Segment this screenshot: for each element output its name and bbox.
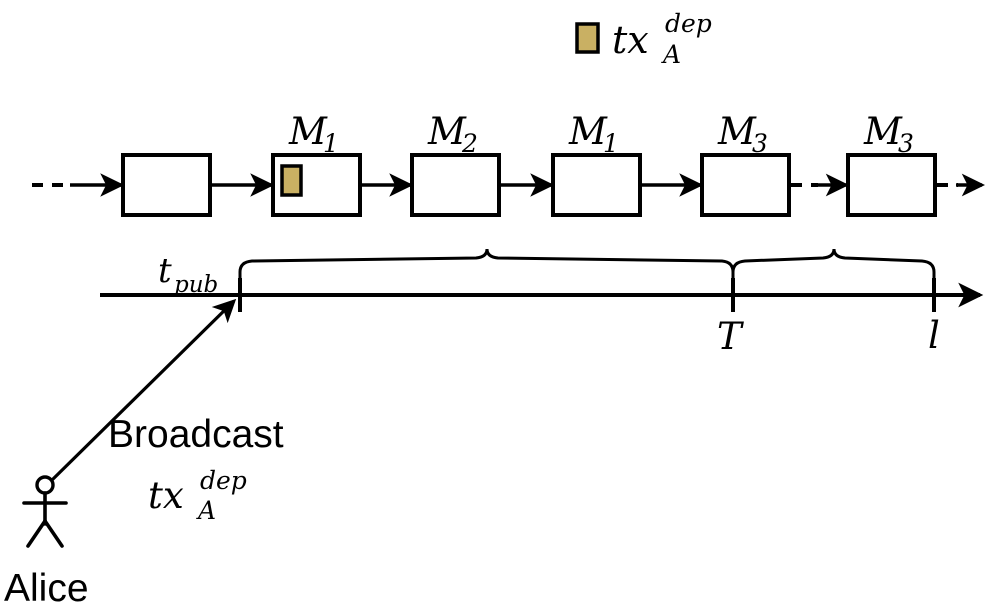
- block-5-label-subscript: 3: [752, 129, 768, 158]
- legend-label-subscript: A: [661, 40, 681, 69]
- tick-l-label: l: [928, 314, 940, 357]
- broadcast-arrow-group: [48, 298, 237, 484]
- block-6-label-subscript: 3: [898, 129, 914, 158]
- block-3[interactable]: [410, 153, 501, 217]
- brace-tpub-to-T: [238, 248, 735, 284]
- alice-head-icon: [35, 475, 55, 495]
- broadcast-tx-subscript: A: [196, 496, 216, 525]
- block-4[interactable]: [551, 153, 642, 217]
- block-4-label-base: M: [568, 110, 608, 153]
- block-3-label-base: M: [427, 110, 467, 153]
- block-3-label-subscript: 2: [461, 129, 478, 158]
- tick-tpub-label-subscript: pub: [174, 272, 218, 298]
- legend: tx dep A: [575, 9, 712, 69]
- broadcast-arrow: [48, 298, 237, 484]
- block-2-label-base: M: [288, 110, 328, 153]
- block-1[interactable]: [121, 153, 212, 217]
- alice-stick-figure: [22, 475, 68, 548]
- timeline-braces: [238, 248, 936, 284]
- block-6[interactable]: [846, 153, 937, 217]
- alice-leg-left: [26, 519, 47, 548]
- tick-T-label: T: [717, 315, 744, 358]
- broadcast-tx-superscript: dep: [200, 466, 247, 495]
- block-2-label-subscript: 1: [323, 129, 339, 158]
- brace-T-to-l: [731, 248, 936, 284]
- tick-tpub-label-base: t: [158, 251, 172, 291]
- broadcast-tx-label: tx dep A: [148, 466, 247, 525]
- tx-deposit-swatch: [575, 22, 600, 54]
- legend-label-base: tx: [612, 18, 649, 62]
- alice-name-label: Alice: [4, 567, 89, 610]
- timeline-axis: t pub T l: [100, 251, 984, 358]
- block-5[interactable]: [700, 153, 791, 217]
- alice-leg-right: [43, 519, 64, 548]
- broadcast-action-label: Broadcast: [108, 413, 284, 456]
- block-5-label-base: M: [717, 110, 757, 153]
- block-6-label-base: M: [863, 110, 903, 153]
- block-4-label-subscript: 1: [603, 129, 619, 158]
- chain-blocks: M 1 M 2 M 1 M 3 M 3: [121, 110, 937, 217]
- tx-deposit-in-block-2[interactable]: [280, 164, 303, 197]
- legend-label-superscript: dep: [665, 9, 712, 38]
- broadcast-tx-base: tx: [148, 474, 184, 517]
